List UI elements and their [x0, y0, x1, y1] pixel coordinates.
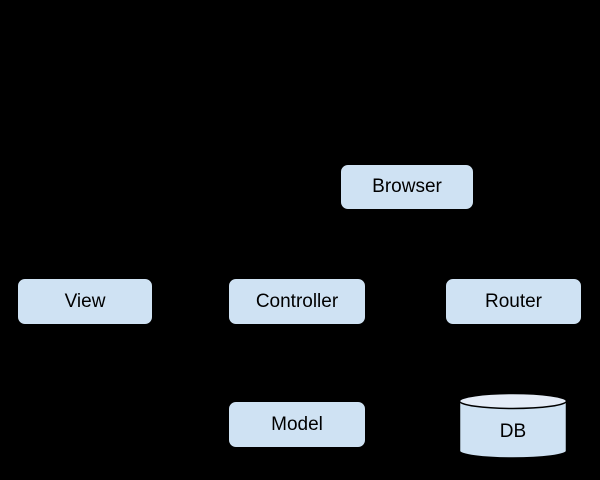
node-router-label: Router: [484, 290, 543, 312]
node-view-label: View: [64, 290, 106, 312]
node-db-label: DB: [499, 421, 527, 442]
node-controller: Controller: [228, 278, 366, 325]
node-controller-label: Controller: [255, 290, 339, 312]
node-browser: Browser: [340, 164, 474, 210]
node-model-label: Model: [271, 413, 323, 435]
database-cylinder-icon: [458, 392, 568, 459]
node-browser-label: Browser: [372, 176, 442, 197]
node-db: DB: [458, 392, 568, 460]
node-view: View: [17, 278, 153, 325]
node-router: Router: [445, 278, 582, 325]
node-model: Model: [228, 401, 366, 448]
